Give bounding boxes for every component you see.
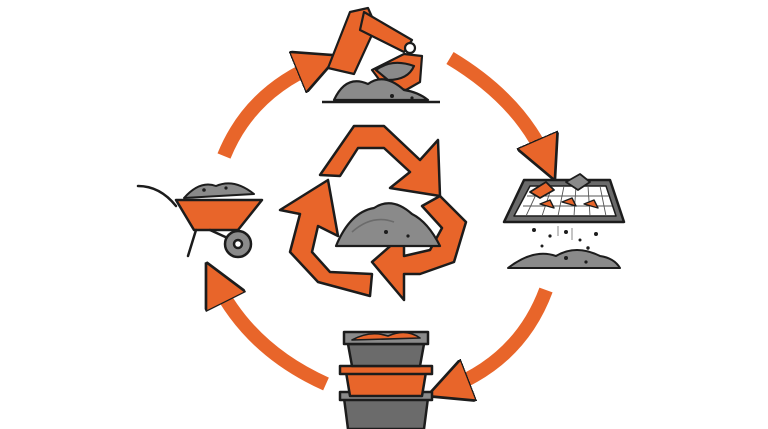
arrow-sorting-to-transport	[216, 282, 329, 391]
wheelbarrow-icon	[136, 182, 264, 259]
stacked-bins-icon	[338, 330, 434, 429]
arrow-transport-to-excavation	[217, 64, 318, 159]
recycle-symbol-icon	[278, 124, 468, 302]
excavator-bucket-icon	[322, 6, 440, 104]
arrow-screening-to-sorting	[448, 287, 553, 388]
arrow-excavation-to-screening	[446, 51, 546, 160]
center-material-pile	[334, 202, 442, 248]
sieve-screen-icon	[502, 173, 626, 269]
cycle-arrows	[216, 58, 546, 388]
